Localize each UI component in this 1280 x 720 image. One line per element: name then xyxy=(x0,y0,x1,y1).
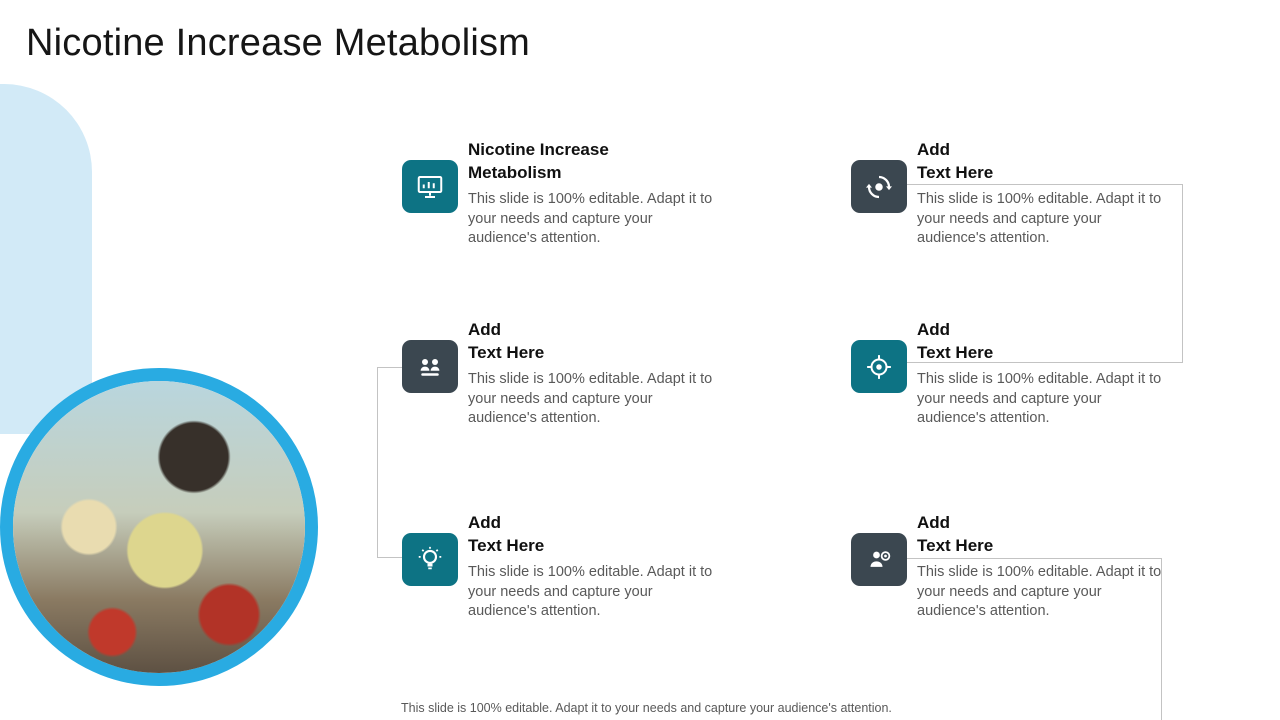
connector-line-left-middle xyxy=(377,367,404,558)
slide-title: Nicotine Increase Metabolism xyxy=(26,22,531,64)
laptop-presentation-icon xyxy=(402,160,458,213)
item-body: This slide is 100% editable. Adapt it to… xyxy=(917,371,1162,426)
item-body: This slide is 100% editable. Adapt it to… xyxy=(468,371,713,426)
corner-accent-shape xyxy=(0,84,92,434)
children-photo xyxy=(13,381,305,673)
item-heading: Nicotine Increase Metabolism xyxy=(468,140,609,182)
item-body: This slide is 100% editable. Adapt it to… xyxy=(917,564,1162,619)
content-item-2: Add Text Here This slide is 100% editabl… xyxy=(851,138,1181,249)
item-heading: Add Text Here xyxy=(468,513,545,555)
content-item-1: Nicotine Increase Metabolism This slide … xyxy=(402,138,732,249)
item-body: This slide is 100% editable. Adapt it to… xyxy=(468,564,713,619)
item-heading: Add Text Here xyxy=(917,320,994,362)
slide-footer-note: This slide is 100% editable. Adapt it to… xyxy=(401,701,892,715)
item-body: This slide is 100% editable. Adapt it to… xyxy=(468,191,713,246)
idea-bulb-icon xyxy=(402,533,458,586)
item-body: This slide is 100% editable. Adapt it to… xyxy=(917,191,1162,246)
content-item-6: Add Text Here This slide is 100% editabl… xyxy=(851,511,1181,622)
sync-process-icon xyxy=(851,160,907,213)
connector-line-right-top xyxy=(878,184,1183,363)
item-heading: Add Text Here xyxy=(917,140,994,182)
content-item-5: Add Text Here This slide is 100% editabl… xyxy=(402,511,732,622)
connector-line-right-bottom xyxy=(878,558,1162,720)
team-meeting-icon xyxy=(402,340,458,393)
content-item-3: Add Text Here This slide is 100% editabl… xyxy=(402,318,732,429)
photo-circle-frame xyxy=(0,368,318,686)
content-item-4: Add Text Here This slide is 100% editabl… xyxy=(851,318,1181,429)
item-heading: Add Text Here xyxy=(917,513,994,555)
target-strategy-icon xyxy=(851,340,907,393)
leader-goal-icon xyxy=(851,533,907,586)
item-heading: Add Text Here xyxy=(468,320,545,362)
